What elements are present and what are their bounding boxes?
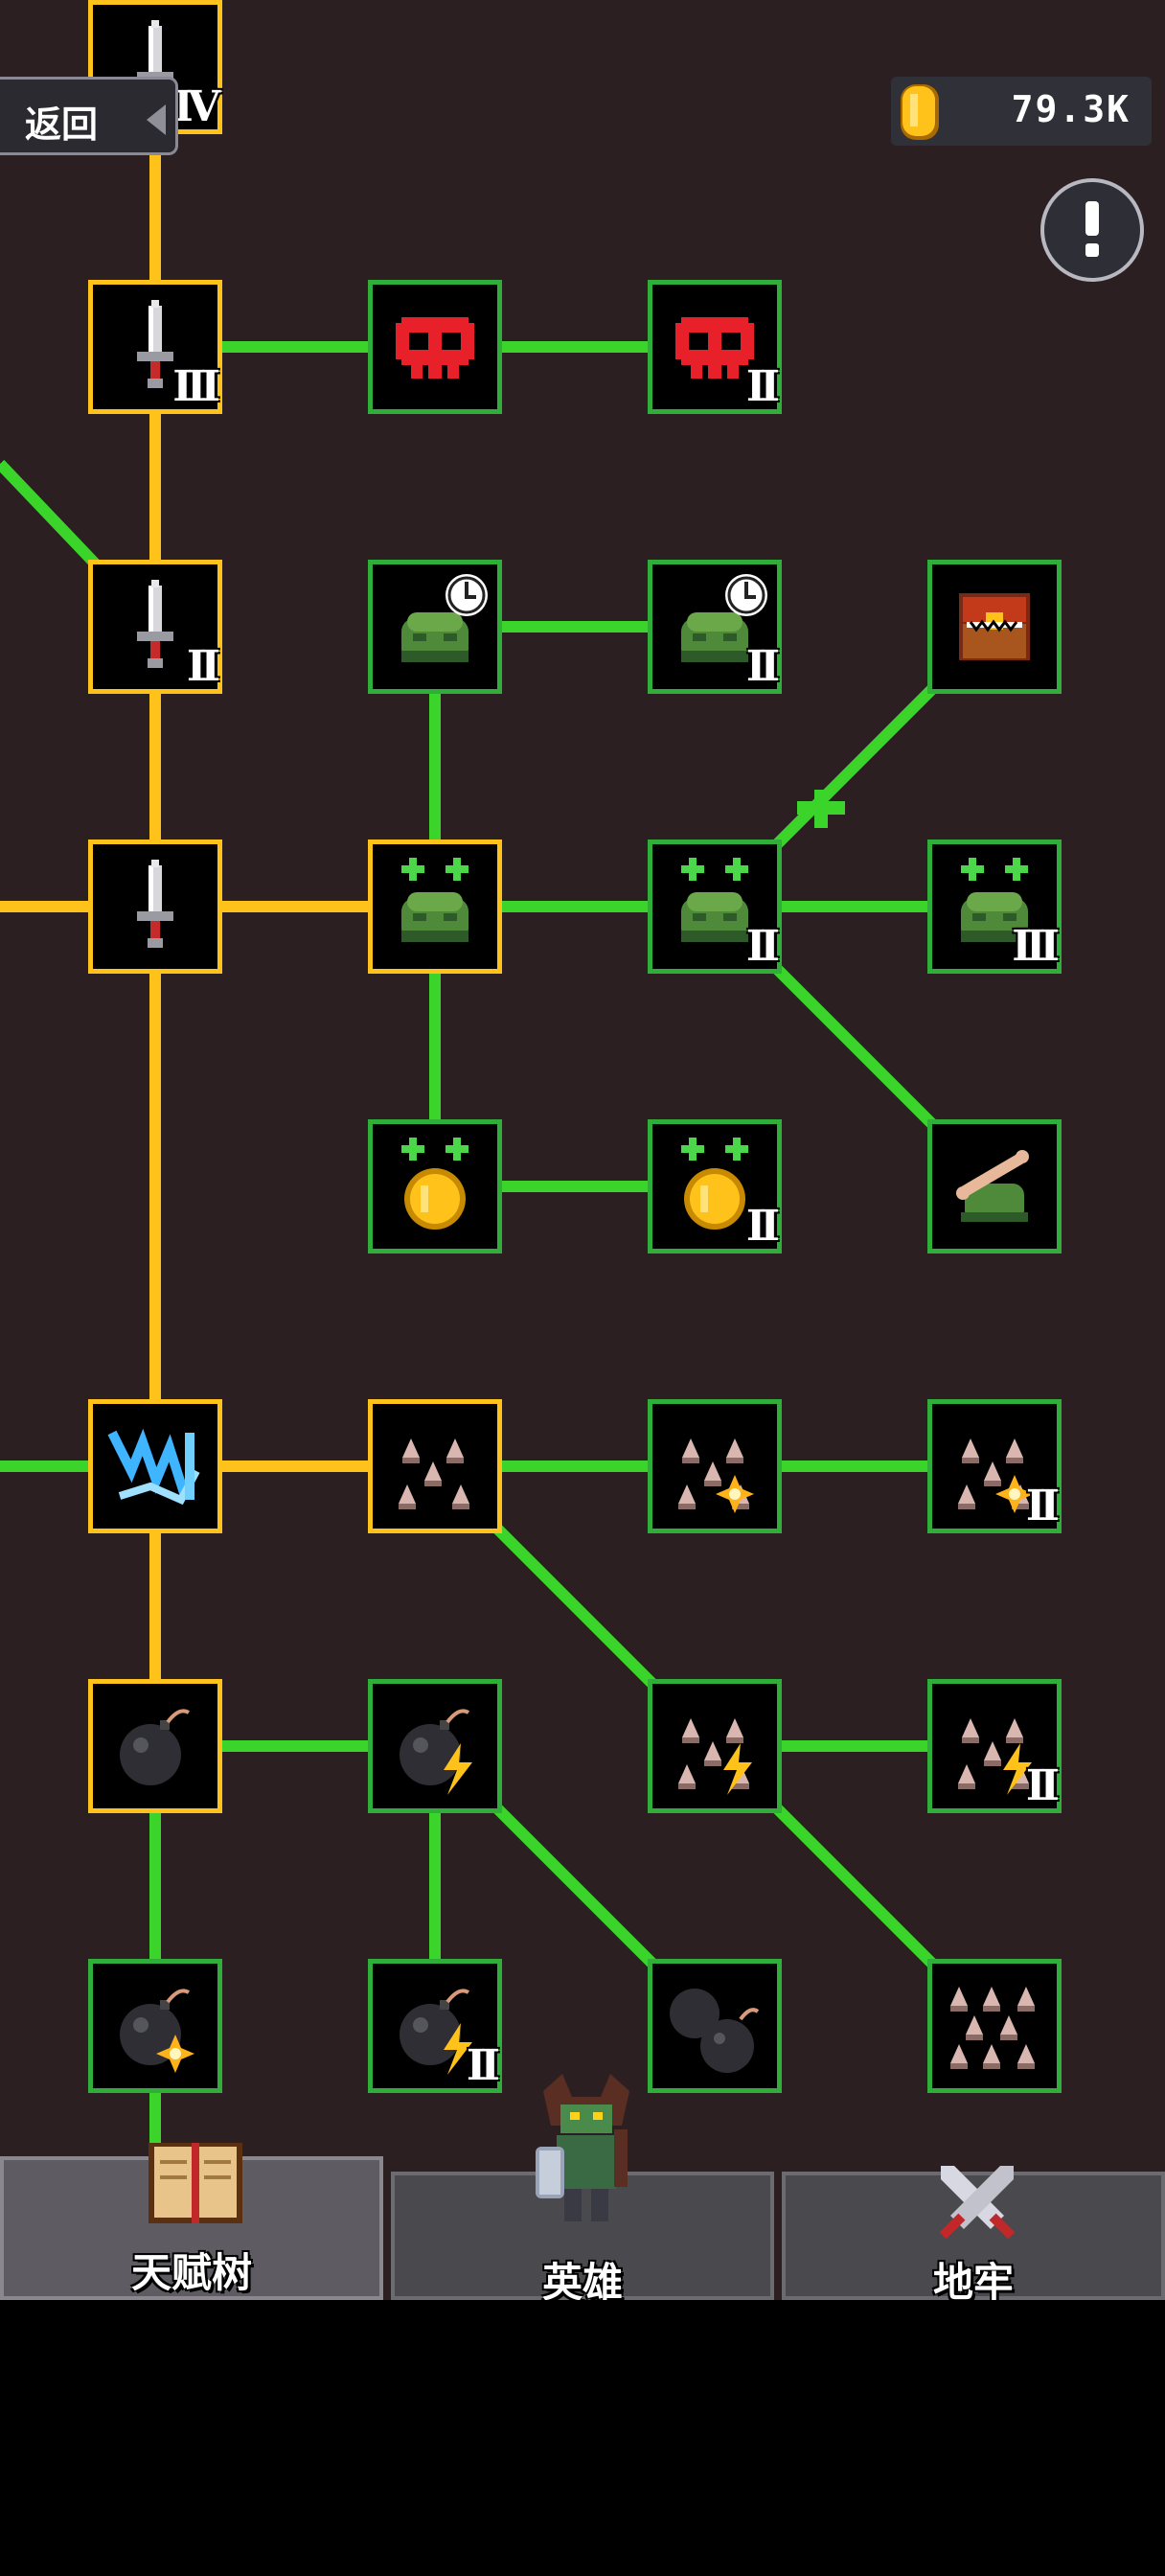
exclamation-icon	[1085, 201, 1099, 257]
tier-label: II	[1025, 1482, 1060, 1530]
red-skull-icon	[675, 317, 754, 379]
talent-node-sword-1[interactable]	[88, 840, 222, 974]
bomb-spark-icon	[120, 1989, 194, 2073]
sword-icon	[137, 580, 173, 668]
spikes-icon	[399, 1438, 469, 1509]
hero-icon	[514, 2062, 658, 2248]
spikes-spark-icon	[958, 1438, 1034, 1513]
double-bomb-icon	[670, 1989, 760, 2073]
bomb-bolt-icon	[400, 1989, 472, 2075]
talent-node-slime-bone[interactable]	[927, 1119, 1062, 1254]
talent-node-bomb-spark[interactable]	[88, 1959, 222, 2093]
talent-node-coin-plus-2[interactable]: II	[648, 1119, 782, 1254]
talent-node-spikes-bolt-1[interactable]	[648, 1679, 782, 1813]
back-button[interactable]: 返回	[0, 77, 178, 155]
tier-label: II	[745, 922, 780, 971]
info-button[interactable]	[1040, 178, 1144, 282]
tab-label: 英雄	[541, 2259, 623, 2300]
plus-marker-icon	[797, 790, 845, 828]
lightning-wave-icon	[107, 1428, 200, 1506]
talent-node-skull-2[interactable]: II	[648, 280, 782, 414]
tab-label: 天赋树	[130, 2249, 252, 2296]
talent-node-double-bomb[interactable]	[648, 1959, 782, 2093]
bomb-icon	[120, 1709, 191, 1785]
tab-talent-tree[interactable]: 天赋树	[0, 2143, 383, 2300]
sword-icon	[137, 860, 173, 948]
book-icon	[143, 2133, 248, 2233]
tab-hero[interactable]: 英雄	[391, 2074, 774, 2300]
tier-label: IV	[173, 82, 220, 131]
talent-node-chest-mimic[interactable]	[927, 560, 1062, 694]
tab-label: 地牢	[932, 2259, 1014, 2300]
slime-clock-icon	[401, 574, 488, 662]
talent-node-spike-field[interactable]	[927, 1959, 1062, 2093]
tier-label: II	[745, 1202, 780, 1251]
talent-node-bomb-bolt-1[interactable]	[368, 1679, 502, 1813]
coin-amount: 79.3K	[1011, 88, 1131, 130]
arrow-left-icon	[147, 104, 166, 135]
tier-label: III	[1012, 922, 1060, 971]
tier-label: II	[186, 642, 220, 691]
tier-label: II	[745, 362, 780, 411]
talent-node-skull-1[interactable]	[368, 280, 502, 414]
tier-label: II	[745, 642, 780, 691]
talent-node-spikes-1[interactable]	[368, 1399, 502, 1533]
tier-label: II	[1025, 1761, 1060, 1810]
tab-dungeon[interactable]: 地牢	[782, 2166, 1165, 2300]
crossed-swords-icon	[929, 2154, 1025, 2254]
talent-node-coin-plus-1[interactable]	[368, 1119, 502, 1254]
slime-bone-icon	[956, 1150, 1029, 1222]
slime-plus-icon	[401, 858, 468, 942]
back-label: 返回	[25, 104, 99, 146]
coin-plus-icon	[401, 1138, 468, 1230]
bomb-bolt-icon	[400, 1709, 472, 1795]
talent-node-spikes-spark-1[interactable]	[648, 1399, 782, 1533]
tier-label: II	[466, 2041, 500, 2090]
coin-counter: 79.3K	[891, 77, 1152, 146]
talent-node-bomb[interactable]	[88, 1679, 222, 1813]
slime-plus-icon	[961, 858, 1028, 942]
slime-clock-icon	[681, 574, 767, 662]
spikes-bolt-icon	[958, 1718, 1032, 1795]
sword-icon	[137, 300, 173, 388]
talent-node-lightning-wave[interactable]	[88, 1399, 222, 1533]
talent-node-slime-clock-2[interactable]: II	[648, 560, 782, 694]
bottom-tab-bar: 天赋树 英雄 地牢	[0, 2074, 1165, 2300]
talent-node-slime-clock-1[interactable]	[368, 560, 502, 694]
coin-plus-icon	[681, 1138, 748, 1230]
talent-node-spikes-bolt-2[interactable]: II	[927, 1679, 1062, 1813]
gold-coin-icon	[901, 84, 939, 140]
talent-node-slime-plus-2[interactable]: II	[648, 840, 782, 974]
talent-node-spikes-spark-2[interactable]: II	[927, 1399, 1062, 1533]
talent-node-sword-2[interactable]: II	[88, 560, 222, 694]
slime-plus-icon	[681, 858, 748, 942]
spikes-bolt-icon	[678, 1718, 752, 1795]
spike-field-icon	[950, 1987, 1035, 2069]
tier-label: III	[172, 362, 220, 411]
spikes-spark-icon	[678, 1438, 754, 1513]
treasure-chest-icon	[959, 593, 1030, 660]
talent-node-bomb-bolt-2[interactable]: II	[368, 1959, 502, 2093]
talent-node-slime-plus-1[interactable]	[368, 840, 502, 974]
talent-node-sword-3[interactable]: III	[88, 280, 222, 414]
talent-node-slime-plus-3[interactable]: III	[927, 840, 1062, 974]
red-skull-icon	[396, 317, 474, 379]
